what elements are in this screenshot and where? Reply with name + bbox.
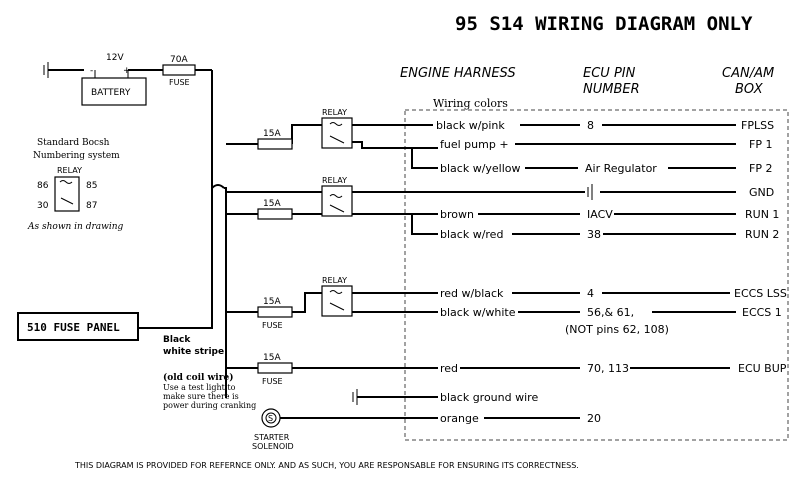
diagram-title: 95 S14 WIRING DIAGRAM ONLY	[455, 13, 753, 35]
box-fplss: FPLSS	[741, 119, 774, 132]
header-engine-harness: ENGINE HARNESS	[400, 66, 516, 81]
disclaimer: THIS DIAGRAM IS PROVIDED FOR REFERNCE ON…	[74, 461, 579, 470]
panel-wire-line2: white stripe	[163, 347, 224, 357]
coil-note-line4: power during cranking	[163, 401, 256, 410]
ecu-pin-20: 20	[587, 412, 601, 425]
header-box-line2: BOX	[735, 82, 764, 97]
fuse-2-rating: 15A	[263, 199, 281, 209]
bosch-legend-relay-symbol	[54, 176, 80, 212]
bosch-coil-symbol	[59, 180, 73, 184]
relay-3	[321, 285, 353, 317]
fuse-3-rating: 15A	[263, 297, 281, 307]
main-fuse	[162, 64, 196, 76]
box-run2: RUN 2	[745, 228, 779, 241]
wire-color-black-ground: black ground wire	[440, 391, 538, 404]
wire-color-red: red	[440, 362, 458, 375]
fuse-4-rating: 15A	[263, 353, 281, 363]
box-fp2: FP 2	[749, 162, 772, 175]
ecu-pin-8: 8	[587, 119, 594, 132]
wire-color-black-white: black w/white	[440, 306, 516, 319]
wire-color-black-yellow: black w/yellow	[440, 162, 521, 175]
ground-wire-symbol	[352, 389, 410, 405]
bosch-pin-87: 87	[86, 201, 97, 211]
fuse-3	[257, 306, 293, 318]
battery-voltage: 12V	[106, 53, 124, 63]
bosch-legend-note: As shown in drawing	[27, 222, 124, 232]
starter-label-line2: SOLENOID	[252, 442, 294, 451]
relay-3-coil	[329, 290, 343, 294]
fuse-panel-label: 510 FUSE PANEL	[27, 321, 120, 334]
wire-color-brown: brown	[440, 208, 474, 221]
battery	[81, 77, 147, 106]
ecu-pin-air-regulator: Air Regulator	[585, 162, 657, 175]
battery-minus: -	[90, 66, 93, 76]
battery-label: BATTERY	[91, 88, 131, 98]
starter-symbol: S	[268, 414, 273, 423]
coil-note-line1: (old coil wire)	[163, 372, 233, 383]
header-box-line1: CAN/AM	[722, 66, 774, 81]
main-fuse-label: FUSE	[169, 78, 190, 87]
fuse-panel	[17, 312, 139, 341]
bosch-legend-line2: Numbering system	[33, 151, 120, 161]
box-run1: RUN 1	[745, 208, 779, 221]
wire-color-black-pink: black w/pink	[436, 119, 505, 132]
ecu-pin-note: (NOT pins 62, 108)	[565, 323, 669, 336]
bosch-pin-86: 86	[37, 181, 49, 191]
fuse-3-label: FUSE	[262, 321, 283, 330]
relay-2	[321, 185, 353, 217]
main-fuse-rating: 70A	[170, 55, 188, 65]
fuse-4	[257, 362, 293, 374]
relay-1-label: RELAY	[322, 108, 347, 117]
wire-color-red-black: red w/black	[440, 287, 504, 300]
relay-1	[321, 117, 353, 149]
box-eccs1: ECCS 1	[742, 306, 782, 319]
relay-1-coil	[329, 122, 343, 126]
box-fp1: FP 1	[749, 138, 772, 151]
bosch-legend-relay: RELAY	[57, 166, 82, 175]
fuse-1	[257, 138, 293, 150]
header-ecu-pin-line1: ECU PIN	[583, 66, 636, 81]
ground-symbol	[43, 62, 84, 78]
bosch-legend-line1: Standard Bocsh	[37, 138, 110, 148]
ecu-pin-38: 38	[587, 228, 601, 241]
wire-color-orange: orange	[440, 412, 479, 425]
ecu-pin-4: 4	[587, 287, 594, 300]
battery-plus: +	[123, 66, 131, 76]
coil-note-line2: Use a test light to	[163, 383, 236, 392]
fuse-1-rating: 15A	[263, 129, 281, 139]
harness-boundary	[404, 109, 789, 441]
panel-wire-line1: Black	[163, 335, 191, 345]
ecu-pin-iacv: IACV	[587, 208, 613, 221]
fuse-2	[257, 208, 293, 220]
bosch-pin-30: 30	[37, 201, 49, 211]
wire-color-black-red: black w/red	[440, 228, 503, 241]
bosch-pin-85: 85	[86, 181, 97, 191]
header-ecu-pin-line2: NUMBER	[583, 82, 640, 97]
fuse-4-label: FUSE	[262, 377, 283, 386]
coil-note-line3: make sure there is	[163, 392, 239, 401]
ecu-pin-70-113: 70, 113	[587, 362, 629, 375]
wiring-colors-label: Wiring colors	[433, 97, 508, 110]
relay-3-label: RELAY	[322, 276, 347, 285]
box-ecu-bup: ECU BUP	[738, 362, 787, 375]
starter-label-line1: STARTER	[254, 433, 290, 442]
relay-2-label: RELAY	[322, 176, 347, 185]
box-gnd: GND	[749, 186, 774, 199]
wire-color-fuel-pump: fuel pump +	[440, 138, 509, 151]
box-eccs-lss: ECCS LSS	[734, 287, 787, 300]
relay-2-coil	[329, 194, 343, 198]
ecu-pin-56-61: 56,& 61,	[587, 306, 634, 319]
